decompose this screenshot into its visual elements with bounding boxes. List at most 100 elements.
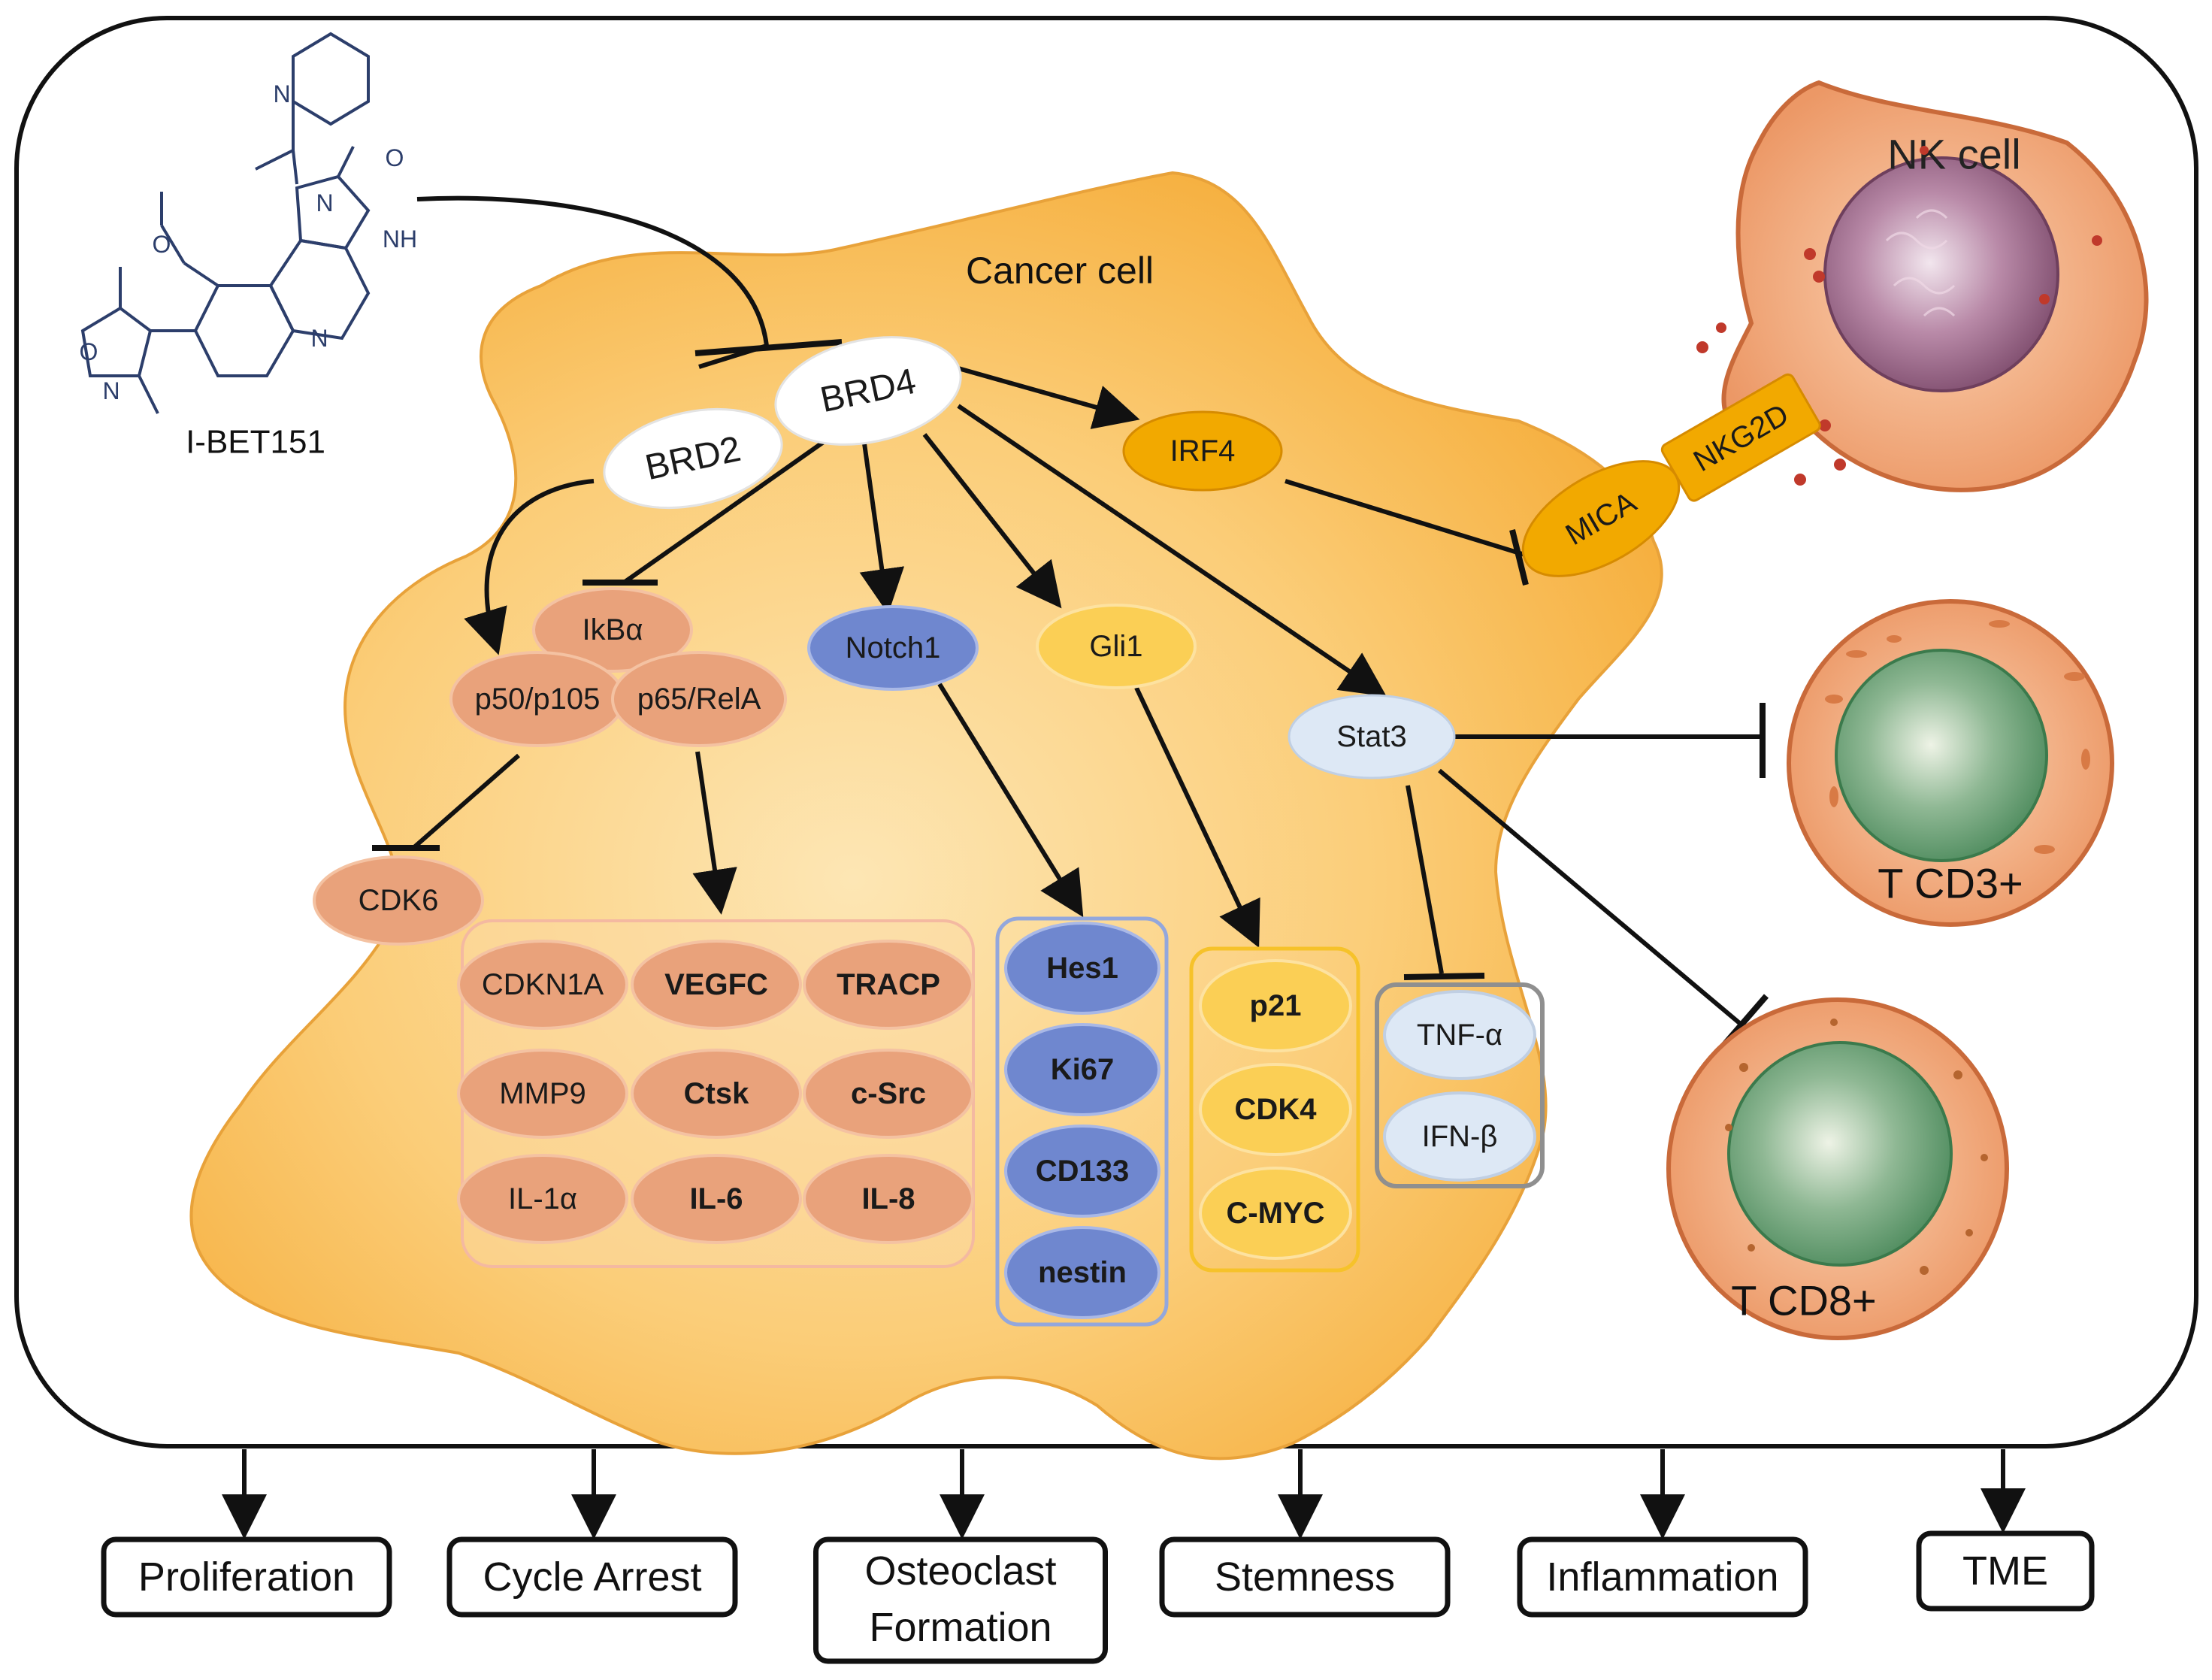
notch-target-3: nestin — [1004, 1226, 1160, 1319]
edge-p65-targets — [692, 751, 737, 915]
inhibit-bar-mica — [1509, 529, 1529, 586]
nk-nucleus — [1823, 156, 2059, 392]
edge-drug-inhibits — [416, 195, 769, 347]
edge-brd4-gli1 — [922, 433, 1062, 609]
outcome-box-5 — [1916, 1530, 2095, 1612]
gli1-node: Gli1 — [1036, 604, 1197, 689]
gli-target-2: C-MYC — [1199, 1167, 1352, 1260]
stat3-target-1-label: IFN-β — [1422, 1120, 1498, 1153]
nfkb-target-1: VEGFC — [631, 940, 802, 1030]
p65-node: p65/RelA — [611, 651, 787, 747]
outcome-box-2 — [813, 1536, 1108, 1664]
cancer-cell-label: Cancer cell — [966, 250, 1154, 292]
outcome-1: Cycle Arrest — [446, 1449, 738, 1618]
t-cd8-cell — [1666, 997, 2009, 1340]
t-cd3-cell — [1787, 599, 2114, 927]
chem-atom-o-methoxy: O — [153, 231, 171, 258]
nfkb-target-5-label: c-Src — [851, 1077, 926, 1110]
edge-gli1-targets — [1134, 686, 1260, 948]
outcome-4: Inflammation — [1517, 1449, 1808, 1618]
outcomes-row: Proliferation Cycle Arrest OsteoclastForma… — [101, 1449, 2095, 1664]
outcome-label-5: TME — [1962, 1548, 2048, 1594]
gli-targets-group — [1189, 946, 1360, 1273]
mica-node: MICA — [1521, 460, 1681, 577]
nk-cell-label: NK cell — [1887, 131, 2020, 178]
chem-atom-n-quinoline: N — [310, 325, 328, 352]
nk-cell — [1721, 80, 2149, 492]
edge-brd2-p50 — [464, 479, 595, 655]
nk-granules — [1696, 146, 2102, 486]
stat3-targets-group — [1375, 982, 1545, 1188]
notch1-label: Notch1 — [846, 631, 941, 664]
outcome-label-3: Stemness — [1215, 1554, 1395, 1600]
notch-target-2: CD133 — [1004, 1125, 1160, 1218]
inhibit-bar-brd2 — [694, 339, 843, 356]
nfkb-target-5: c-Src — [803, 1049, 974, 1139]
outcome-label-2-line-1: Formation — [869, 1605, 1052, 1650]
edge-stat3-tcd8 — [1438, 768, 1749, 1032]
edge-brd4-ikba — [622, 437, 828, 585]
gli1-label: Gli1 — [1089, 630, 1142, 663]
stat3-node: Stat3 — [1288, 694, 1456, 779]
notch-target-2-label: CD133 — [1036, 1155, 1130, 1188]
nfkb-target-2-label: TRACP — [837, 968, 940, 1001]
nfkb-target-7-label: IL-6 — [689, 1182, 743, 1215]
outcome-label-4: Inflammation — [1546, 1554, 1778, 1600]
nfkb-target-3-label: MMP9 — [499, 1077, 586, 1110]
outcome-0: Proliferation — [101, 1449, 392, 1618]
stat3-target-0-label: TNF-α — [1417, 1019, 1502, 1052]
nfkb-target-6: IL-1α — [457, 1154, 628, 1244]
outcome-box-3 — [1159, 1536, 1451, 1618]
nfkb-target-2: TRACP — [803, 940, 974, 1030]
p50-label: p50/p105 — [475, 683, 601, 716]
outcome-3: Stemness — [1159, 1449, 1451, 1618]
t-cd8-label: T CD8+ — [1731, 1277, 1876, 1324]
edge-brd4-stat3 — [957, 404, 1387, 697]
drug-label: I-BET151 — [186, 424, 325, 461]
i-bet151-structure — [80, 32, 371, 414]
outcome-box-0 — [101, 1536, 392, 1618]
edge-stat3-tnf — [1406, 785, 1444, 974]
gli-target-0-label: p21 — [1250, 989, 1302, 1022]
p65-label: p65/RelA — [637, 683, 761, 716]
nfkb-target-7: IL-6 — [631, 1154, 802, 1244]
outcome-label-1: Cycle Arrest — [483, 1554, 701, 1600]
nfkb-target-4: Ctsk — [631, 1049, 802, 1139]
cdk6-node: CDK6 — [313, 855, 484, 946]
notch-target-3-label: nestin — [1038, 1256, 1127, 1289]
notch-target-0: Hes1 — [1004, 922, 1160, 1015]
gli-target-2-label: C-MYC — [1226, 1197, 1324, 1230]
nfkb-target-3: MMP9 — [457, 1049, 628, 1139]
irf4-node: IRF4 — [1122, 410, 1283, 492]
chem-atom-n-pyridine: N — [273, 80, 290, 107]
notch-target-1: Ki67 — [1004, 1023, 1160, 1116]
edge-brd4-irf4 — [958, 366, 1140, 429]
nfkb-target-8-label: IL-8 — [861, 1182, 915, 1215]
edge-brd4-notch1 — [859, 443, 905, 614]
stat3-target-0: TNF-α — [1383, 990, 1536, 1080]
notch-targets-group — [995, 916, 1169, 1327]
chem-atom-o-isoxazole: O — [80, 338, 98, 365]
irf4-label: IRF4 — [1170, 434, 1236, 468]
nfkb-target-0: CDKN1A — [457, 940, 628, 1030]
ikba-label: IkBα — [583, 613, 643, 646]
inhibit-bar-tnf — [1403, 973, 1485, 980]
nfkb-target-4-label: Ctsk — [684, 1077, 749, 1110]
notch-target-1-label: Ki67 — [1051, 1053, 1115, 1086]
outcome-label-2-line-0: Osteoclast — [864, 1548, 1056, 1594]
nk-nucleus-texture — [1885, 209, 1956, 317]
gli-target-1-label: CDK4 — [1235, 1093, 1318, 1126]
t-cd3-label: T CD3+ — [1878, 860, 2023, 907]
outcome-label-0: Proliferation — [138, 1554, 355, 1600]
outcome-box-1 — [446, 1536, 738, 1618]
brd4-node: BRD4 — [774, 336, 962, 446]
notch-target-0-label: Hes1 — [1046, 952, 1118, 985]
brd2-node: BRD2 — [603, 407, 783, 510]
nfkb-target-8: IL-8 — [803, 1154, 974, 1244]
chem-atom-nh: NH — [383, 226, 417, 253]
p50-node: p50/p105 — [449, 651, 625, 747]
